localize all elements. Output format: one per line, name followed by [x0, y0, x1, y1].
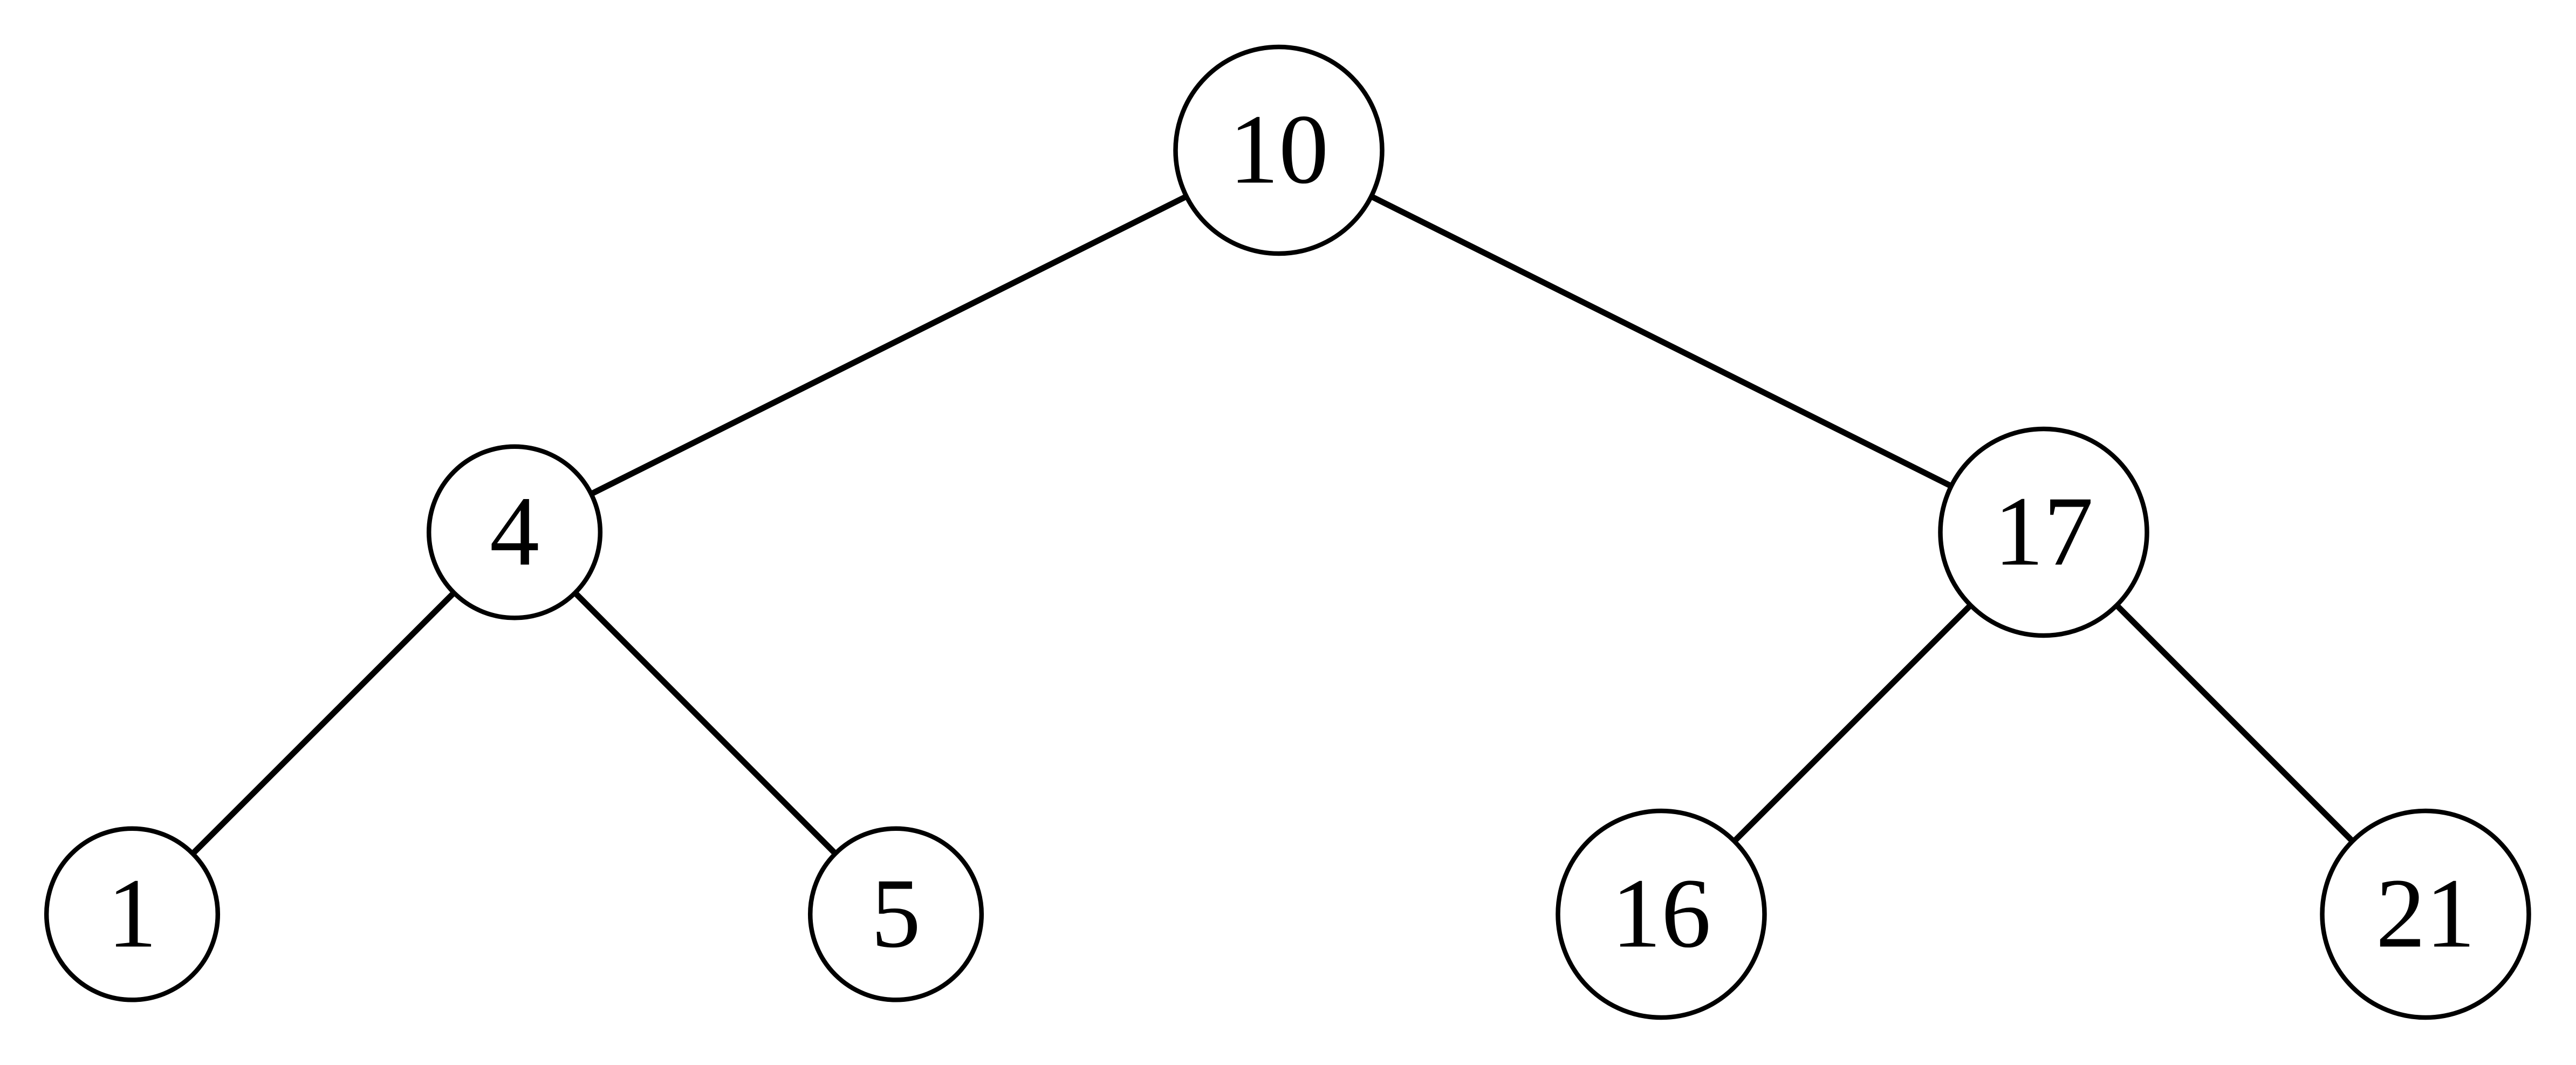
- svg-text:21: 21: [2376, 858, 2476, 968]
- svg-text:4: 4: [490, 476, 539, 586]
- svg-text:5: 5: [871, 858, 921, 968]
- svg-text:16: 16: [1612, 858, 1711, 968]
- svg-text:17: 17: [1994, 476, 2094, 586]
- svg-text:10: 10: [1229, 94, 1329, 204]
- svg-text:1: 1: [107, 858, 157, 968]
